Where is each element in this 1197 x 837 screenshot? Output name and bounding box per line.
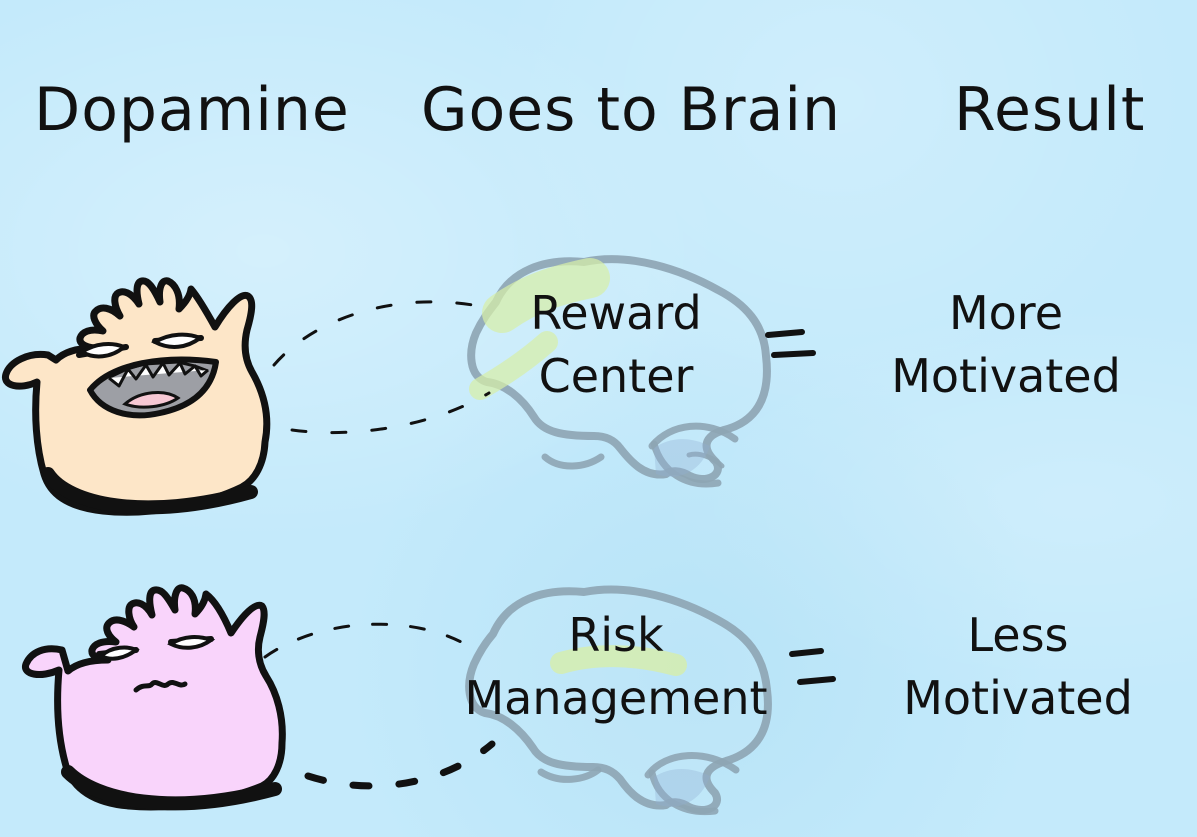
header-result: Result (954, 75, 1146, 145)
happy-dopamine-icon (2, 277, 271, 516)
result-label-less-motivated: Less Motivated (903, 604, 1133, 731)
dopamine-path-bottom-lower (304, 740, 496, 790)
header-dopamine: Dopamine (34, 75, 350, 145)
brain-label-line-1: Reward (530, 286, 702, 340)
equals-icon-top (765, 329, 816, 358)
brain-label-line-2: Management (464, 671, 768, 726)
dopamine-path-top-lower (290, 391, 491, 435)
header-goes-to-brain: Goes to Brain (421, 75, 842, 145)
brain-label-risk-management: Risk Management (464, 604, 767, 731)
result-label-line-1: More (948, 286, 1064, 340)
brain-label-line-2: Center (538, 349, 694, 404)
result-label-line-2: Motivated (891, 349, 1121, 404)
brain-label-reward-center: Reward Center (530, 282, 701, 409)
result-label-line-1: Less (967, 608, 1069, 662)
dopamine-path-bottom-upper (263, 622, 467, 659)
result-label-more-motivated: More Motivated (891, 282, 1121, 409)
brain-label-line-1: Risk (568, 608, 664, 662)
dopamine-path-top-upper (272, 300, 490, 367)
sad-dopamine-icon (22, 584, 286, 811)
result-label-line-2: Motivated (903, 671, 1133, 726)
equals-icon-bottom (789, 648, 836, 685)
